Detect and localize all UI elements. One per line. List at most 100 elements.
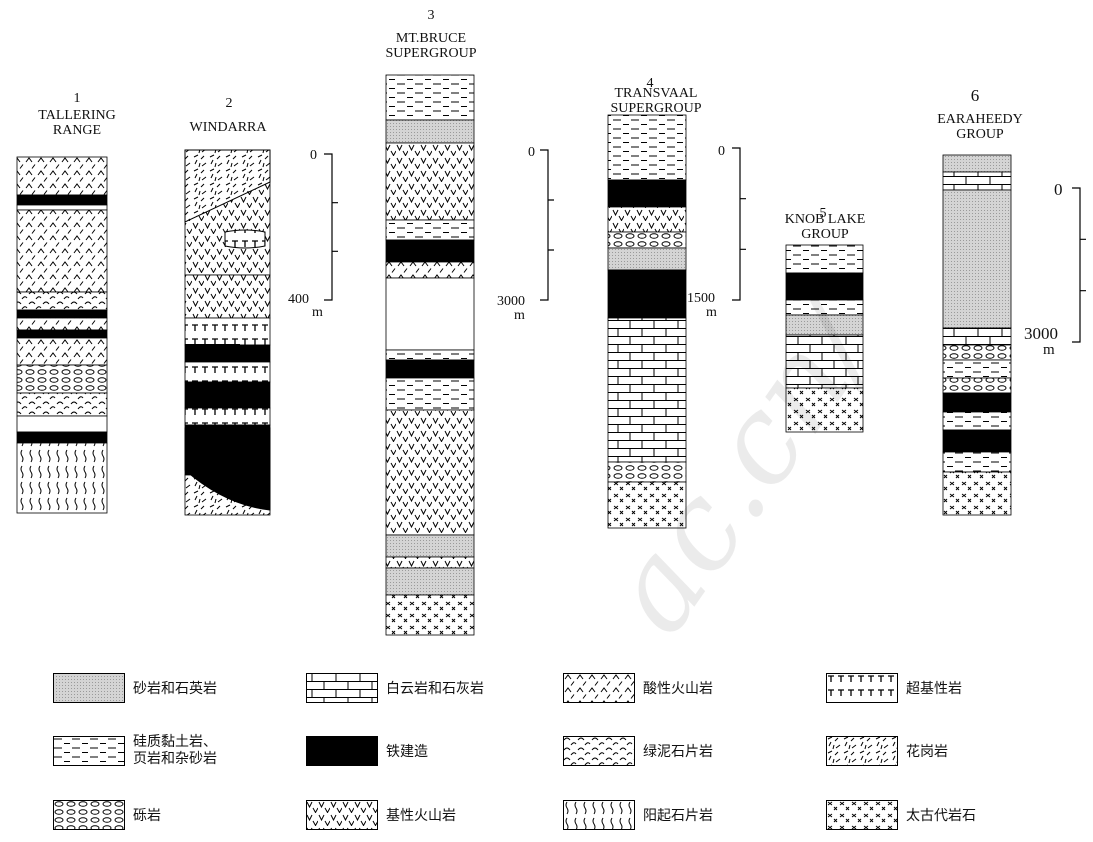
column-5-layer-sandstone <box>785 314 864 336</box>
column-3-layer-shale <box>385 74 475 121</box>
column-2-layer-ultramafic <box>184 361 271 383</box>
legend-label-shale-line-2: 页岩和杂砂岩 <box>133 751 217 767</box>
archean-rocks-pattern-swatch <box>826 800 898 830</box>
column-6-layer-shale <box>942 359 1012 379</box>
column-1-layer-conglomerate <box>16 364 108 394</box>
column-3-layer-sandstone <box>385 567 475 596</box>
ultramafic-pattern-swatch <box>826 673 898 703</box>
column-4-layer-archean <box>607 481 687 529</box>
legend-label-dolomite: 白云岩和石灰岩 <box>386 681 484 697</box>
column-3-layer-blank <box>385 277 475 351</box>
scale-2-unit: m <box>514 308 525 323</box>
column-3-layer-basic <box>385 142 475 221</box>
legend-label-chlorite-schist: 绿泥石片岩 <box>643 744 713 760</box>
column-1-title-line-2: RANGE <box>52 123 102 138</box>
column-3-layer-sandstone <box>385 119 475 144</box>
actinolite-schist-pattern-swatch <box>563 800 635 830</box>
dolomite-pattern-swatch <box>306 673 378 703</box>
column-1-layer-acid <box>16 317 108 331</box>
column-6-layer-iron <box>942 392 1012 413</box>
scale-2-bottom: 3000 <box>497 294 525 309</box>
column-3-layer-basic <box>385 409 475 536</box>
column-6-layer-shale <box>942 451 1012 473</box>
column-2-layer-iron <box>184 381 271 409</box>
column-3-layer-shale <box>385 377 475 411</box>
column-1-layer-iron <box>16 194 108 206</box>
legend-label-shale-line-1: 硅质黏土岩、 <box>133 734 217 750</box>
column-6-layer-sandstone <box>942 154 1012 173</box>
column-1-layer-blank <box>16 415 108 433</box>
column-6-layer-conglomerate <box>942 377 1012 394</box>
legend-label-archean-rocks: 太古代岩石 <box>906 808 976 824</box>
shale-pattern-swatch <box>53 736 125 766</box>
column-1-layer-acid <box>16 156 108 196</box>
column-3-layer-shale <box>385 349 475 361</box>
column-4-layer-conglomerate <box>607 461 687 483</box>
scale-1-unit: m <box>312 305 323 320</box>
column-4-layer-iron <box>607 179 687 208</box>
column-5-layer-archean <box>785 387 864 433</box>
chlorite-schist-pattern-swatch <box>563 736 635 766</box>
column-5-title-line-2: GROUP <box>801 227 849 242</box>
column-2-iron-lens <box>185 344 240 362</box>
column-3-layer-archean <box>385 594 475 636</box>
basic-volcanic-pattern-swatch <box>306 800 378 830</box>
column-4-title-line-1: TRANSVAAL <box>614 86 698 101</box>
column-4-layer-conglomerate <box>607 231 687 249</box>
column-5-title-line-1: KNOB LAKE <box>784 212 866 227</box>
scale-4-unit: m <box>1043 342 1055 358</box>
column-3-layer-iron <box>385 359 475 379</box>
column-6-title: EARAHEEDY GROUP <box>915 112 1045 142</box>
scale-4-top: 0 <box>1054 180 1063 199</box>
scale-3-top: 0 <box>718 144 725 159</box>
column-2-iron-wedge <box>184 427 271 511</box>
scale-2-top: 0 <box>528 145 535 160</box>
column-6-layer-dolomite <box>942 327 1012 346</box>
legend-label-ultramafic: 超基性岩 <box>906 681 962 697</box>
legend-label-shale: 硅质黏土岩、 页岩和杂砂岩 <box>133 734 217 768</box>
scale-3-unit: m <box>706 305 717 320</box>
column-4-title: TRANSVAAL SUPERGROUP <box>586 86 726 116</box>
granite-pattern-swatch <box>826 736 898 766</box>
scale-4-bottom: 3000 <box>1024 324 1058 343</box>
column-1-title-line-1: TALLERING <box>38 108 116 123</box>
column-6-layer-shale <box>942 411 1012 431</box>
legend-label-sandstone: 砂岩和石英岩 <box>133 681 217 697</box>
column-1-layer-blank <box>16 204 108 211</box>
column-2-title: WINDARRA <box>189 120 267 135</box>
column-3-title-line-1: MT.BRUCE <box>395 31 467 46</box>
scale-bar-1 <box>324 153 338 301</box>
scale-3-bottom: 1500 <box>687 291 715 306</box>
scale-bar-2 <box>540 149 554 301</box>
conglomerate-pattern-swatch <box>53 800 125 830</box>
legend-label-iron-formation: 铁建造 <box>386 744 428 760</box>
column-3-title-line-2: SUPERGROUP <box>385 46 477 61</box>
column-6-layer-sandstone <box>942 189 1012 329</box>
scale-1-bottom: 400 <box>288 292 309 307</box>
column-1-number: 1 <box>73 91 81 106</box>
column-3-layer-acid <box>385 261 475 279</box>
column-5-layer-shale <box>785 244 864 274</box>
scale-1-top: 0 <box>310 148 317 163</box>
column-1-layer-actinolite <box>16 442 108 514</box>
column-3-layer-sandstone <box>385 534 475 558</box>
acid-volcanic-pattern-swatch <box>563 673 635 703</box>
column-6-title-line-2: GROUP <box>956 127 1004 142</box>
column-4-layer-shale <box>607 114 687 181</box>
column-6-layer-dolomite <box>942 171 1012 191</box>
legend-label-conglomerate: 砾岩 <box>133 808 161 824</box>
column-2-granite-contact <box>184 149 271 223</box>
column-4-number: 4 <box>646 76 654 91</box>
column-2-layer-ultramafic <box>184 407 271 426</box>
column-6-layer-archean <box>942 471 1012 516</box>
legend-label-basic-volcanic: 基性火山岩 <box>386 808 456 824</box>
column-1-layer-acid <box>16 209 108 293</box>
column-5-title: KNOB LAKE GROUP <box>760 212 890 242</box>
column-1-layer-chlorite <box>16 392 108 417</box>
column-3-title: MT.BRUCE SUPERGROUP <box>362 31 500 61</box>
column-3-layer-shale <box>385 219 475 241</box>
column-6-layer-conglomerate <box>942 344 1012 361</box>
column-4-layer-dolomite <box>607 317 687 463</box>
column-1-layer-iron <box>16 329 108 339</box>
